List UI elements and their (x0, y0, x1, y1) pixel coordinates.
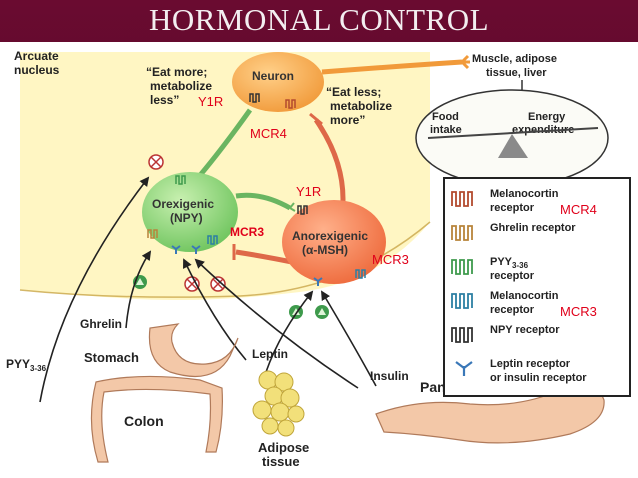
legend-label: NPY receptor (490, 324, 560, 336)
mcr4-mid-label: MCR4 (250, 126, 287, 141)
legend-label: Leptin receptor (490, 358, 571, 370)
stomach-label: Stomach (84, 350, 139, 365)
anorexigenic-leptin-receptor (313, 277, 323, 286)
orexigenic-cell (142, 172, 238, 252)
eat-more-1: “Eat more; (146, 65, 207, 79)
legend-label: Ghrelin receptor (490, 222, 576, 234)
pancreas-organ (375, 385, 605, 444)
mcr3-right-label: MCR3 (372, 252, 409, 267)
neuron-mc-receptor (285, 99, 296, 109)
legend-label: Melanocortin (490, 290, 559, 302)
legend-receptor-icon (451, 293, 473, 309)
legend-label-line2: receptor (490, 270, 535, 282)
leptin-label: Leptin (252, 347, 288, 361)
balance-fulcrum (498, 134, 528, 158)
legend-item: Ghrelin receptor (451, 222, 576, 241)
orexigenic-pyy-receptor (175, 175, 186, 185)
neuron-label: Neuron (252, 69, 294, 83)
mcr3-left-label: MCR3 (230, 225, 264, 239)
legend-receptor-tag: MCR4 (560, 202, 597, 217)
signal-arrows (39, 176, 377, 403)
legend-item: Melanocortin receptor MCR4 (451, 188, 597, 217)
anorexigenic-cell (282, 200, 386, 284)
eat-less-1: “Eat less; (326, 85, 381, 99)
colon-label: Colon (124, 413, 164, 429)
legend-label-line2: receptor (490, 202, 535, 214)
neuron-npy-receptor (249, 93, 260, 103)
legend-label: Melanocortin (490, 188, 559, 200)
legend-receptor-icon (451, 225, 473, 241)
colon-organ (90, 375, 223, 463)
eat-more-2: metabolize (150, 79, 212, 93)
anorexigenic-axon-left (235, 249, 293, 265)
adipose-label-2: tissue (262, 454, 300, 469)
y1r-top-label: Y1R (198, 94, 223, 109)
anorexigenic-label-1: Anorexigenic (292, 229, 368, 243)
legend-item: NPY receptor (451, 324, 560, 343)
arcuate-label-2: nucleus (14, 63, 60, 77)
stomach-organ (148, 323, 239, 378)
y1r-mid-label: Y1R (296, 184, 321, 199)
food-intake-label-2: intake (430, 124, 462, 136)
adipose-label-1: Adipose (258, 440, 309, 455)
neuron-axon (321, 59, 463, 75)
ghrelin-label: Ghrelin (80, 317, 122, 331)
balance-beam (427, 127, 599, 139)
orexigenic-ghrelin-receptor (147, 229, 158, 239)
muscle-label-1: Muscle, adipose (472, 53, 557, 65)
diagram-panel: Arcuate nucleus Muscle, adipose tissue, … (0, 42, 638, 478)
legend-item: Leptin receptor or insulin receptor (455, 358, 587, 384)
eat-more-3: less” (150, 93, 179, 107)
muscle-label-2: tissue, liver (486, 67, 547, 79)
pyy-label: PYY3-36 (6, 357, 47, 373)
arcuate-label-1: Arcuate (14, 49, 59, 63)
anorexigenic-label-2: (α-MSH) (302, 243, 348, 257)
legend-receptor-icon (451, 259, 473, 275)
stimulate-icon (133, 275, 329, 319)
orexigenic-label-1: Orexigenic (152, 197, 214, 211)
orexigenic-label-2: (NPY) (170, 211, 203, 225)
anorexigenic-npy-receptor (297, 205, 308, 215)
eat-less-3: more” (330, 113, 365, 127)
adipose-organ (252, 370, 305, 437)
orexigenic-mcr3-receptor (207, 235, 218, 245)
orexigenic-leptin-receptors (171, 245, 201, 254)
neuron-cell (232, 52, 324, 112)
eat-less-2: metabolize (330, 99, 392, 113)
inhibit-icon (148, 154, 226, 292)
slide-title: HORMONAL CONTROL (148, 2, 490, 37)
legend-receptor-icon (451, 191, 473, 207)
anorexigenic-mcr3-receptor (355, 269, 366, 279)
legend-receptor-icon (451, 327, 473, 343)
legend-label-line2: or insulin receptor (490, 372, 587, 384)
legend-item: Melanocortin receptor MCR3 (451, 290, 597, 319)
legend-label-line2: receptor (490, 304, 535, 316)
legend-receptor-tag: MCR3 (560, 304, 597, 319)
orexigenic-axon-right (235, 192, 292, 211)
energy-expenditure-label-1: Energy (528, 111, 566, 123)
hormonal-control-diagram: Arcuate nucleus Muscle, adipose tissue, … (6, 49, 609, 469)
insulin-label: Insulin (370, 369, 409, 383)
food-intake-label-1: Food (432, 111, 459, 123)
legend-receptor-icon (455, 361, 473, 376)
